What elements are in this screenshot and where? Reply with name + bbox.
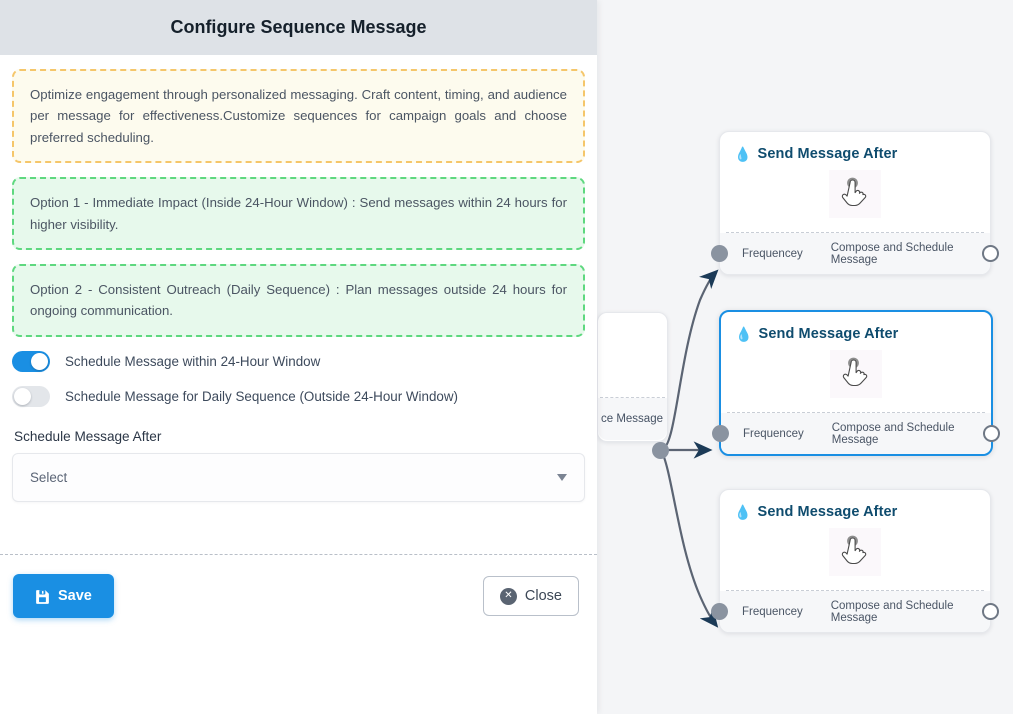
page-title: Configure Sequence Message xyxy=(170,17,427,37)
toggle-daily-sequence-label: Schedule Message for Daily Sequence (Out… xyxy=(65,388,458,404)
callout-option-1: Option 1 - Immediate Impact (Inside 24-H… xyxy=(12,177,585,250)
pointer-hand-icon xyxy=(829,170,881,218)
configure-sequence-panel: Configure Sequence Message Optimize enga… xyxy=(0,0,597,714)
node-3-title: Send Message After xyxy=(757,504,898,520)
callout-option-2-text: Option 2 - Consistent Outreach (Daily Se… xyxy=(30,281,567,319)
node-card-send-message-after-3[interactable]: 💧 Send Message After Frequencey Compos xyxy=(711,489,999,633)
close-button[interactable]: ✕ Close xyxy=(482,576,579,616)
source-handle-node-3[interactable] xyxy=(982,603,999,620)
toggle-row-daily-sequence[interactable]: Schedule Message for Daily Sequence (Out… xyxy=(12,385,585,407)
toggle-schedule-within-24h[interactable] xyxy=(12,350,50,372)
node-2-title: Send Message After xyxy=(758,326,899,342)
schedule-after-label: Schedule Message After xyxy=(14,428,162,444)
toggle-within-24h-label: Schedule Message within 24-Hour Window xyxy=(65,353,321,369)
target-handle-node-1[interactable] xyxy=(711,245,728,262)
node-1-title-row: 💧 Send Message After xyxy=(734,146,976,162)
save-floppy-icon xyxy=(36,589,49,604)
toggle-knob xyxy=(14,387,31,405)
node-1-frequency-label: Frequencey xyxy=(742,247,803,260)
node-partial-body xyxy=(598,313,667,397)
droplet-icon: 💧 xyxy=(734,504,752,520)
panel-body: Optimize engagement through personalized… xyxy=(0,55,597,502)
footer-divider xyxy=(0,554,597,555)
callout-option-1-text: Option 1 - Immediate Impact (Inside 24-H… xyxy=(30,195,567,232)
node-3-center xyxy=(734,520,976,584)
toggle-schedule-daily-sequence[interactable] xyxy=(12,385,50,407)
toggle-row-within-24h[interactable]: Schedule Message within 24-Hour Window xyxy=(12,350,585,372)
node-2-title-row: 💧 Send Message After xyxy=(735,326,977,342)
panel-footer: Save ✕ Close xyxy=(0,554,597,618)
callout-option-2: Option 2 - Consistent Outreach (Daily Se… xyxy=(12,263,585,337)
node-2-center xyxy=(735,342,977,406)
source-handle-partial-node[interactable] xyxy=(652,442,669,459)
node-2-footer: Frequencey Compose and Schedule Message xyxy=(712,413,1000,454)
edge-to-node-1 xyxy=(660,269,719,452)
source-handle-node-2[interactable] xyxy=(983,425,1000,442)
node-card-send-message-after-2[interactable]: 💧 Send Message After Frequencey Compos xyxy=(712,310,1000,456)
node-1-body: 💧 Send Message After xyxy=(720,132,990,232)
close-button-label: Close xyxy=(524,588,562,604)
node-partial-footer: ce Message xyxy=(598,398,667,440)
node-2-compose-label: Compose and Schedule Message xyxy=(831,421,955,446)
toggle-knob xyxy=(31,352,48,370)
source-handle-node-1[interactable] xyxy=(982,245,999,262)
node-1-title: Send Message After xyxy=(757,146,898,162)
node-1-compose-label: Compose and Schedule Message xyxy=(830,241,954,266)
target-handle-node-3[interactable] xyxy=(711,603,728,620)
node-1-center xyxy=(734,162,976,226)
schedule-after-select[interactable]: Select xyxy=(12,452,585,502)
panel-header: Configure Sequence Message xyxy=(0,0,597,55)
callout-info: Optimize engagement through personalized… xyxy=(12,69,585,164)
footer-actions: Save ✕ Close xyxy=(0,555,597,618)
node-3-compose-label: Compose and Schedule Message xyxy=(830,599,954,624)
droplet-icon: 💧 xyxy=(735,326,753,342)
target-handle-node-2[interactable] xyxy=(712,425,729,442)
node-3-title-row: 💧 Send Message After xyxy=(734,504,976,520)
schedule-after-value: Select xyxy=(30,469,68,485)
edge-to-node-3 xyxy=(660,449,719,628)
node-3-frequency-label: Frequencey xyxy=(742,605,803,618)
save-button[interactable]: Save xyxy=(13,574,114,618)
save-button-label: Save xyxy=(58,588,92,604)
close-circle-icon: ✕ xyxy=(499,587,517,605)
chevron-down-icon[interactable] xyxy=(557,474,567,482)
node-card-send-message-after-1[interactable]: 💧 Send Message After Frequencey Compos xyxy=(711,131,999,275)
node-1-footer: Frequencey Compose and Schedule Message xyxy=(711,233,999,274)
node-3-footer: Frequencey Compose and Schedule Message xyxy=(711,591,999,632)
node-2-frequency-label: Frequencey xyxy=(743,427,804,440)
droplet-icon: 💧 xyxy=(734,146,752,162)
node-1-divider xyxy=(726,232,984,233)
callout-info-text: Optimize engagement through personalized… xyxy=(30,87,567,145)
node-partial-footer-label: ce Message xyxy=(600,413,663,425)
pointer-hand-icon xyxy=(829,528,881,576)
node-2-body: 💧 Send Message After xyxy=(721,312,991,412)
pointer-hand-icon xyxy=(830,350,882,398)
node-card-partial[interactable]: ce Message xyxy=(597,312,668,442)
node-2-divider xyxy=(727,412,985,413)
node-partial-divider xyxy=(600,397,665,398)
node-3-body: 💧 Send Message After xyxy=(720,490,990,590)
node-3-divider xyxy=(726,590,984,591)
